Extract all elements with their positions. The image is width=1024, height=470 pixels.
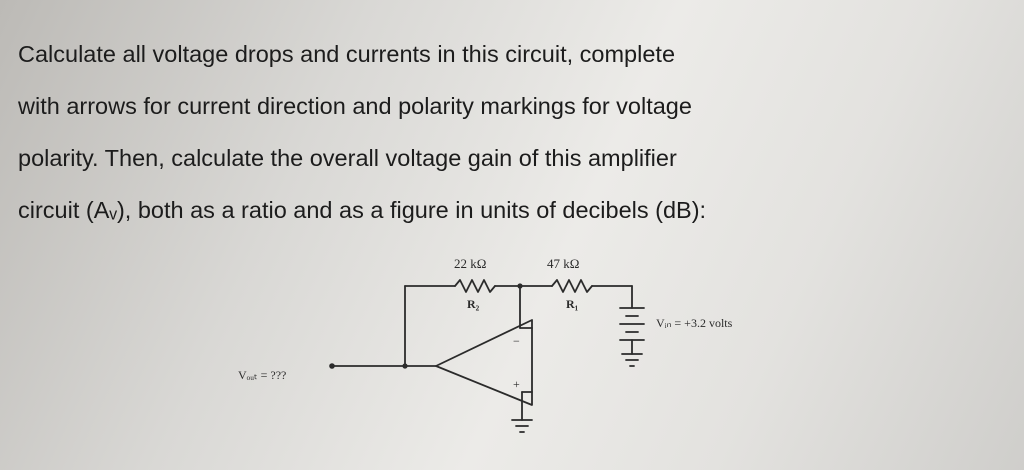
- question-line-2: with arrows for current direction and po…: [18, 93, 692, 119]
- opamp-minus-sign: −: [513, 334, 520, 348]
- junction-dot-feedback: [517, 283, 523, 289]
- vout-terminal: [329, 363, 335, 369]
- vin-label: Vᵢₙ = +3.2 volts: [656, 316, 733, 330]
- question-line-3: polarity. Then, calculate the overall vo…: [18, 145, 677, 171]
- r2-name-label: R₂: [467, 297, 480, 311]
- question-text: Calculate all voltage drops and currents…: [18, 28, 1008, 236]
- r1-resistor: [551, 279, 593, 293]
- vout-label: Vₒᵤₜ = ???: [238, 368, 286, 382]
- question-line-4: circuit (Aᵥ), both as a ratio and as a f…: [18, 197, 707, 223]
- r1-name-label: R₁: [566, 297, 579, 311]
- junction-dot-output: [402, 363, 408, 369]
- op-amp: [435, 319, 533, 406]
- r1-value-label: 47 kΩ: [547, 256, 579, 271]
- opamp-plus-sign: +: [513, 377, 520, 391]
- r2-value-label: 22 kΩ: [454, 256, 486, 271]
- question-line-1: Calculate all voltage drops and currents…: [18, 41, 676, 67]
- r2-resistor: [454, 279, 496, 293]
